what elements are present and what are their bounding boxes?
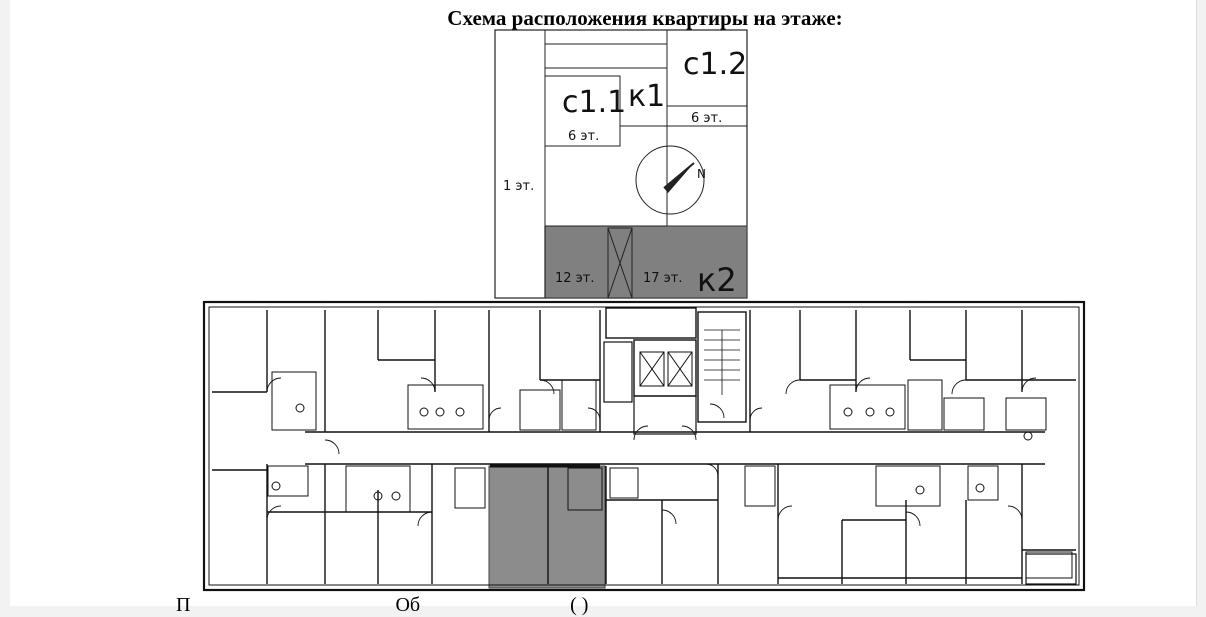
site-plan-labels: с1.1 6 эт. к1 с1.2 6 эт. 1 эт. N 12 эт. … (503, 47, 747, 299)
compass-icon (635, 145, 705, 215)
section-c1-1-block (544, 75, 621, 147)
elevator-core (633, 339, 697, 397)
building-inner-wall (208, 306, 1080, 586)
highlighted-apartment (488, 465, 606, 589)
floor-plan (202, 300, 1086, 592)
compass-north-label: N (697, 167, 706, 181)
page-title: Схема расположения квартиры на этаже: (447, 6, 843, 30)
section-c1-2-floors: 6 эт. (691, 111, 722, 126)
section-k2-block (544, 225, 748, 299)
section-side-floors: 1 эт. (503, 179, 534, 194)
stairwell (697, 311, 747, 423)
section-k2-floors-right: 17 эт. (643, 271, 683, 286)
sheet-edge-right (1196, 0, 1197, 606)
section-k1-area (544, 67, 668, 227)
section-k2-label: к2 (697, 261, 737, 299)
section-k2-floors-left: 12 эт. (555, 271, 595, 286)
section-c1-1-floors: 6 эт. (568, 129, 599, 144)
section-c1-2-label: с1.2 (683, 47, 747, 82)
site-plan (494, 29, 748, 299)
section-k1-label: к1 (628, 79, 665, 114)
section-c1-1-label: с1.1 (562, 85, 626, 120)
section-c1-2-block (666, 29, 748, 107)
